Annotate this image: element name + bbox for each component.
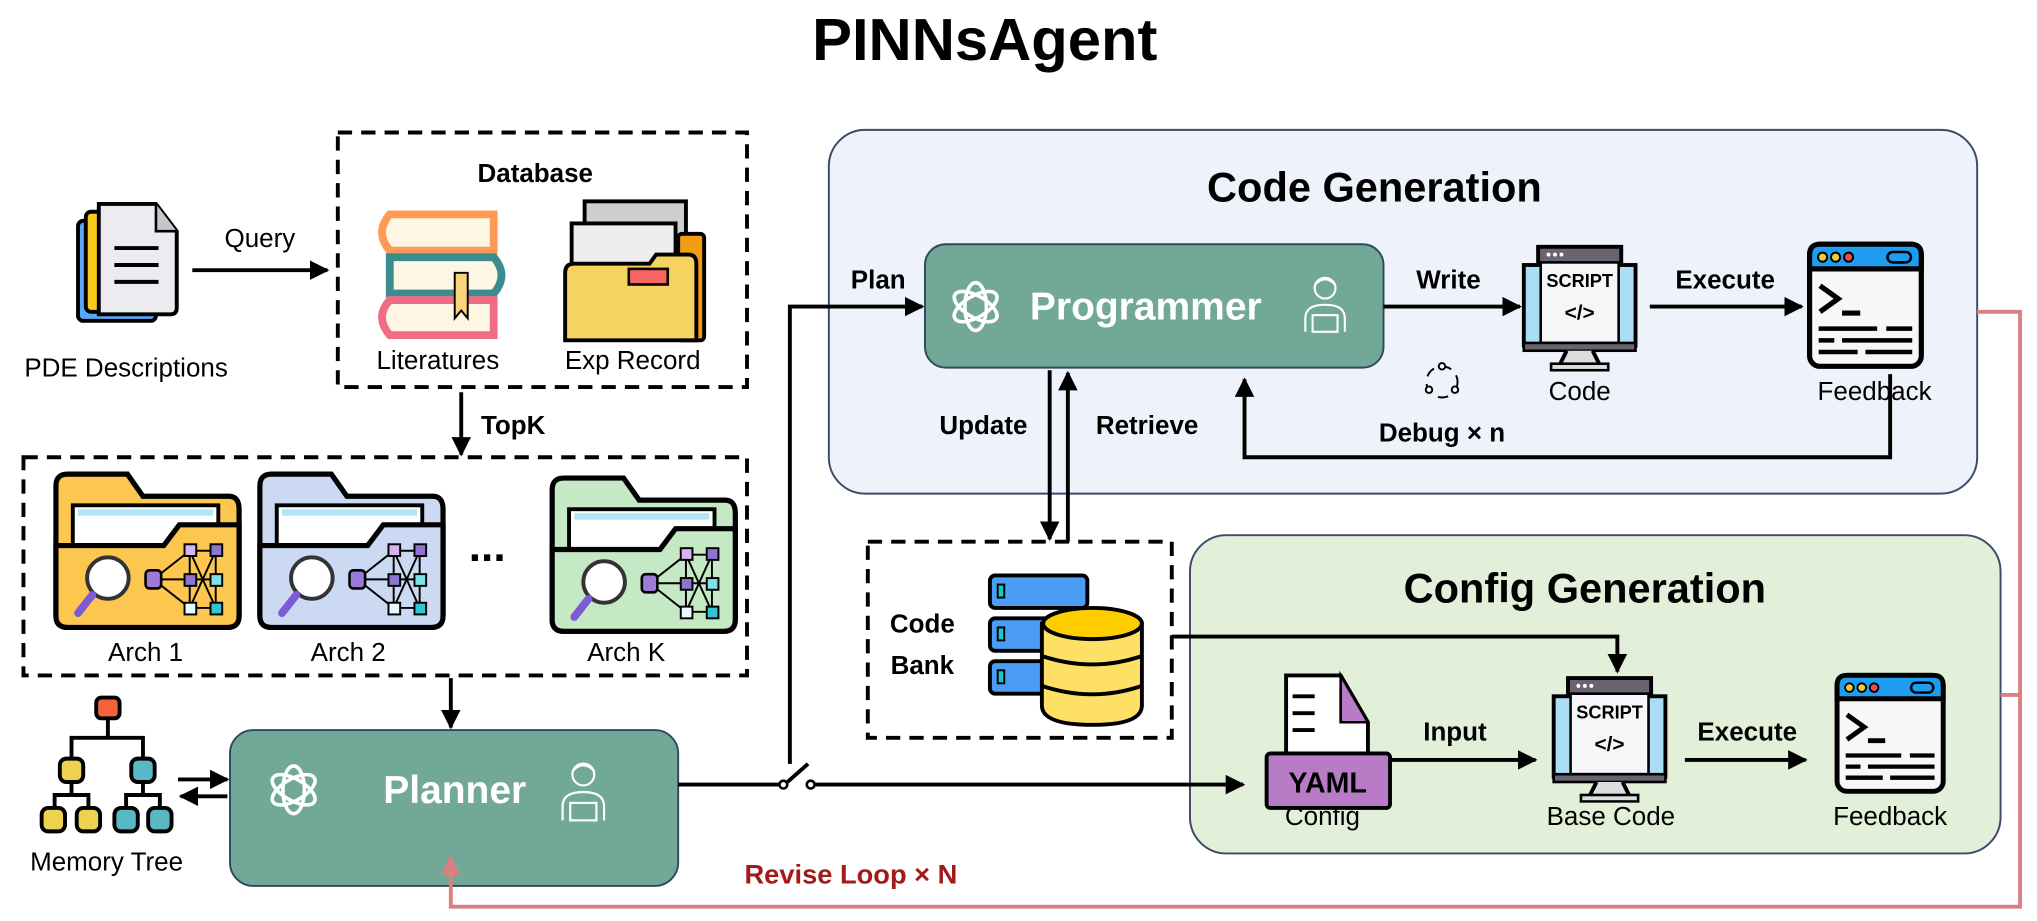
- arch-2-folder-icon: [260, 474, 443, 627]
- books-icon: [378, 210, 506, 340]
- code-bank-to-base-code-arrow: [1171, 634, 1628, 674]
- arch-ellipsis: ...: [469, 522, 506, 571]
- base-code-icon-text: SCRIPT: [1576, 702, 1643, 722]
- arch-k-label: Arch K: [587, 637, 666, 667]
- config-feedback-label: Feedback: [1833, 801, 1948, 831]
- write-label: Write: [1416, 264, 1480, 294]
- literatures-label: Literatures: [376, 345, 499, 375]
- base-code-label: Base Code: [1547, 801, 1676, 831]
- code-label: Code: [1549, 376, 1611, 406]
- config-label: Config: [1285, 801, 1360, 831]
- exp-record-label: Exp Record: [565, 345, 701, 375]
- feedback-terminal-icon: [1810, 244, 1922, 366]
- arch-2-label: Arch 2: [311, 637, 386, 667]
- update-label: Update: [939, 410, 1027, 440]
- memory-tree-icon: [39, 695, 174, 834]
- programmer-agent: Programmer: [923, 243, 1385, 369]
- arch-k-folder-icon: [552, 478, 735, 631]
- yaml-config-icon: [1264, 670, 1392, 810]
- programmer-label: Programmer: [1030, 286, 1262, 329]
- plan-label: Plan: [851, 264, 906, 294]
- server-database-icon: [987, 573, 1144, 727]
- base-code-icon-code: </>: [1595, 733, 1625, 756]
- arch-1-folder-icon: [56, 474, 239, 627]
- config-execute-label: Execute: [1697, 716, 1797, 746]
- execute-label: Execute: [1675, 264, 1775, 294]
- code-script-icon-text: SCRIPT: [1546, 271, 1613, 291]
- plan-switch-connector: [678, 296, 1246, 795]
- pde-document-icon: [76, 201, 179, 323]
- code-generation-title: Code Generation: [1207, 163, 1542, 210]
- yaml-icon-text: YAML: [1289, 767, 1367, 799]
- code-bank-box: [865, 539, 1174, 740]
- architectures-box: [21, 455, 749, 678]
- memory-tree-label: Memory Tree: [30, 846, 183, 876]
- exp-record-folder-icon: [563, 199, 707, 343]
- topk-label: TopK: [481, 410, 546, 440]
- input-label: Input: [1423, 716, 1487, 746]
- config-feedback-terminal-icon: [1837, 675, 1943, 791]
- revise-loop-line: [441, 309, 2022, 909]
- debug-label: Debug × n: [1379, 418, 1505, 448]
- feedback-label: Feedback: [1818, 376, 1933, 406]
- database-title: Database: [478, 158, 593, 188]
- code-bank-label-line2: Bank: [891, 650, 955, 680]
- config-generation-title: Config Generation: [1404, 565, 1766, 612]
- arch-1-label: Arch 1: [108, 637, 183, 667]
- code-bank-label-line1: Code: [890, 609, 955, 639]
- pde-descriptions-label: PDE Descriptions: [24, 353, 228, 383]
- database-box: [335, 130, 749, 390]
- debug-loop-arrow: [1234, 374, 1893, 460]
- retrieve-label: Retrieve: [1096, 410, 1199, 440]
- query-label: Query: [225, 223, 296, 253]
- debug-cycle-icon: [1424, 362, 1460, 399]
- planner-label: Planner: [383, 769, 526, 812]
- code-script-icon-code: </>: [1565, 302, 1595, 325]
- planner-agent: Planner: [229, 729, 680, 887]
- diagram-title: PINNsAgent: [812, 6, 1157, 73]
- revise-loop-label: Revise Loop × N: [744, 858, 957, 889]
